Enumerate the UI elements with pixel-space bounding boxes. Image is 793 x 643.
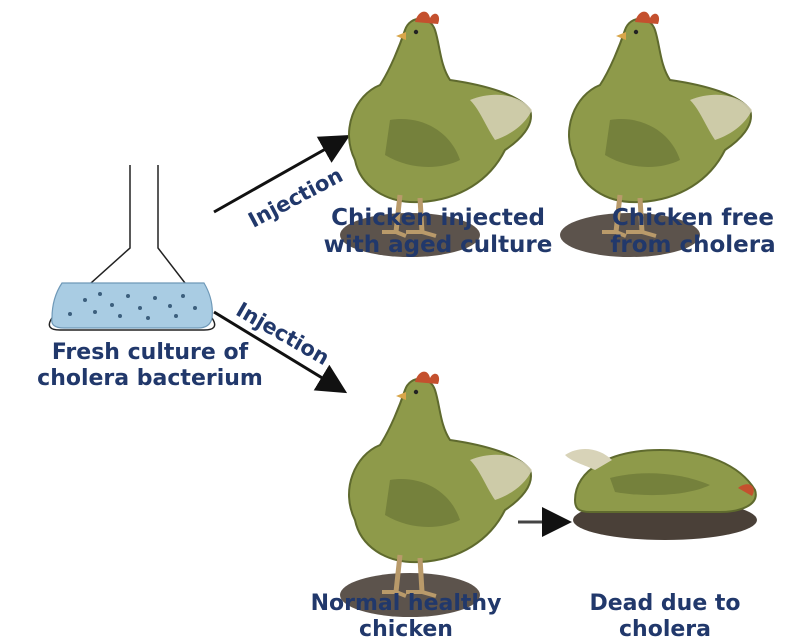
free-chicken-label: Chicken free from cholera xyxy=(598,205,788,259)
aged-chicken-label-line-2: with aged culture xyxy=(318,232,558,259)
healthy-chicken-label: Normal healthy chicken xyxy=(296,591,516,643)
flask-label-line-2: cholera bacterium xyxy=(20,366,280,392)
flask-label-line-1: Fresh culture of xyxy=(20,340,280,366)
aged-chicken-label: Chicken injected with aged culture xyxy=(318,205,558,259)
dead-chicken-label: Dead due to cholera xyxy=(565,591,765,643)
flask-label: Fresh culture of cholera bacterium xyxy=(20,340,280,392)
free-chicken-label-line-1: Chicken free xyxy=(598,205,788,232)
flask-icon xyxy=(49,165,214,330)
chicken-dead-icon xyxy=(565,449,757,540)
chicken-healthy-icon xyxy=(340,372,532,617)
aged-chicken-label-line-1: Chicken injected xyxy=(318,205,558,232)
dead-chicken-label-line-2: cholera xyxy=(565,617,765,643)
healthy-chicken-label-line-1: Normal healthy xyxy=(296,591,516,617)
dead-chicken-label-line-1: Dead due to xyxy=(565,591,765,617)
healthy-chicken-label-line-2: chicken xyxy=(296,617,516,643)
free-chicken-label-line-2: from cholera xyxy=(598,232,788,259)
